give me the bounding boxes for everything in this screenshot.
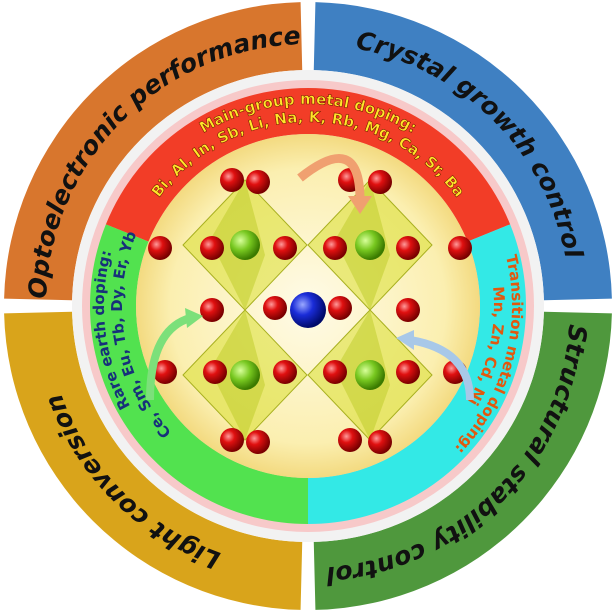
halide-atom (396, 298, 420, 322)
halide-atom (323, 360, 347, 384)
halide-atom (203, 360, 227, 384)
halide-atom (200, 298, 224, 322)
halide-atom (368, 430, 392, 454)
halide-atom (263, 296, 287, 320)
halide-atom (448, 236, 472, 260)
arrow-main-group (297, 154, 365, 201)
halide-atom (396, 360, 420, 384)
halide-atom (200, 236, 224, 260)
halide-atom (328, 296, 352, 320)
band-transition-metal (308, 224, 526, 525)
arrow-rare-earth-head (185, 308, 203, 328)
arrow-transition (409, 336, 474, 401)
quadrant-light-conversion (4, 311, 303, 610)
halide-atom (396, 236, 420, 260)
halide-atom (338, 428, 362, 452)
metal-atom (230, 230, 260, 260)
metal-atom (355, 230, 385, 260)
arrow-transition-head (396, 330, 414, 350)
halide-atom (246, 430, 270, 454)
halide-atom (148, 236, 172, 260)
halide-atom (246, 170, 270, 194)
halide-atom (273, 360, 297, 384)
halide-atom (368, 170, 392, 194)
halide-atom (273, 236, 297, 260)
band-rare-earth (90, 224, 308, 525)
quadrant-structural-stability-control (313, 311, 612, 610)
metal-atom (230, 360, 260, 390)
halide-atom (220, 168, 244, 192)
perovskite-crystal-structure (148, 168, 472, 454)
quadrant-optoelectronic-performance (4, 2, 303, 301)
band-main-group (105, 88, 511, 242)
halide-atom (220, 428, 244, 452)
metal-atom (355, 360, 385, 390)
arrow-main-group-head (348, 196, 372, 214)
halide-atom (153, 360, 177, 384)
a-site-cation (290, 292, 326, 328)
halide-atom (323, 236, 347, 260)
quadrant-crystal-growth-control (313, 2, 612, 301)
arrow-rare-earth (146, 314, 192, 401)
